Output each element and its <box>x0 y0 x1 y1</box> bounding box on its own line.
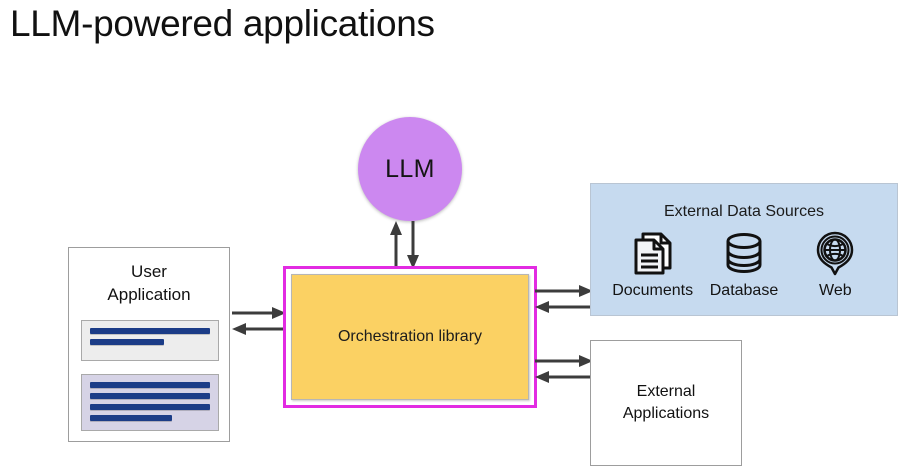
data-source-label: Database <box>709 282 779 299</box>
node-external-data-sources[interactable]: External Data Sources Documents <box>590 183 898 316</box>
message-bar <box>90 404 210 410</box>
user-message-bubble-lilac <box>81 374 219 431</box>
data-source-item-documents[interactable]: Documents <box>607 228 698 300</box>
node-orchestration-library[interactable]: Orchestration library <box>283 266 537 408</box>
message-bar <box>90 339 165 345</box>
data-source-label: Web <box>819 282 852 299</box>
connector-orchestration-external-applications <box>535 354 593 384</box>
globe-web-icon <box>812 228 858 278</box>
user-application-title: User Application <box>69 260 229 306</box>
user-application-title-line2: Application <box>107 285 191 304</box>
orchestration-label: Orchestration library <box>337 328 483 345</box>
external-data-sources-title: External Data Sources <box>663 203 825 220</box>
database-icon <box>721 228 767 278</box>
connector-user-orchestration <box>232 306 286 336</box>
connector-llm-orchestration <box>386 221 426 269</box>
message-bar <box>90 328 210 334</box>
data-source-label: Documents <box>612 282 694 299</box>
user-message-bubble-gray <box>81 320 219 361</box>
documents-icon <box>630 228 676 278</box>
node-user-application[interactable]: User Application <box>68 247 230 442</box>
external-data-sources-items: Documents Database <box>591 228 897 300</box>
data-source-item-database[interactable]: Database <box>698 228 789 300</box>
external-applications-label: External Applications <box>623 381 709 425</box>
user-application-title-line1: User <box>131 262 167 281</box>
message-bar <box>90 393 210 399</box>
node-llm[interactable]: LLM <box>358 117 462 221</box>
data-source-item-web[interactable]: Web <box>790 228 881 300</box>
external-applications-label-line2: Applications <box>622 405 710 422</box>
orchestration-inner: Orchestration library <box>291 274 529 400</box>
external-applications-label-line1: External <box>636 383 696 400</box>
node-external-applications[interactable]: External Applications <box>590 340 742 466</box>
node-llm-label: LLM <box>385 154 435 183</box>
connector-orchestration-data-sources <box>535 284 593 314</box>
message-bar <box>90 382 210 388</box>
page-title: LLM-powered applications <box>10 3 435 44</box>
message-bar <box>90 415 172 421</box>
